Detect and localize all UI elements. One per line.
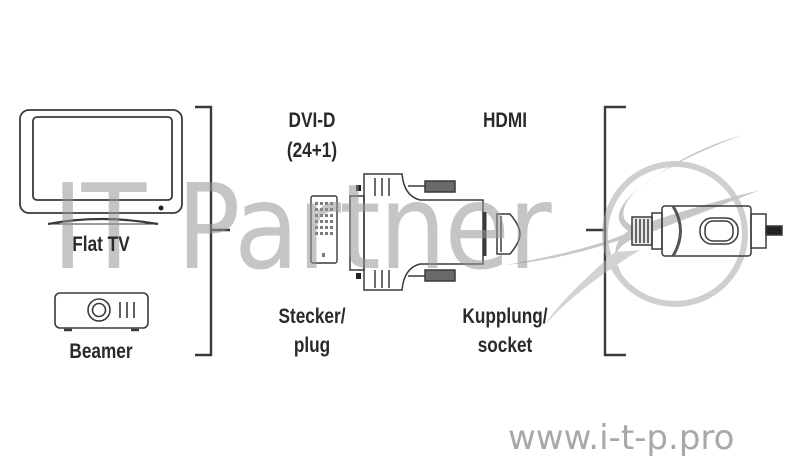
hdmi-label: HDMI (482, 109, 527, 132)
flat-tv-label: Flat TV (72, 233, 130, 256)
plug-label-line2: plug (293, 334, 331, 357)
dvi-pin-label: (24+1) (286, 139, 338, 162)
dvi-label: DVI-D (288, 109, 336, 132)
hdmi-cable-plug-icon (631, 205, 783, 257)
watermark-logo-icon (505, 135, 760, 325)
watermark-url: www.i-t-p.pro (508, 418, 735, 458)
projector-icon (54, 292, 149, 332)
socket-label-line1: Kupplung/ (462, 305, 548, 328)
plug-label-line1: Stecker/ (278, 305, 346, 328)
flat-tv-icon (19, 109, 183, 226)
dvi-plug-face-icon (310, 195, 338, 264)
socket-label-line2: socket (477, 334, 533, 357)
dvi-hdmi-adapter-icon (349, 173, 521, 291)
beamer-label: Beamer (69, 340, 133, 363)
left-bracket (195, 105, 230, 357)
watermark-brand-text: IT Partner (52, 158, 552, 296)
